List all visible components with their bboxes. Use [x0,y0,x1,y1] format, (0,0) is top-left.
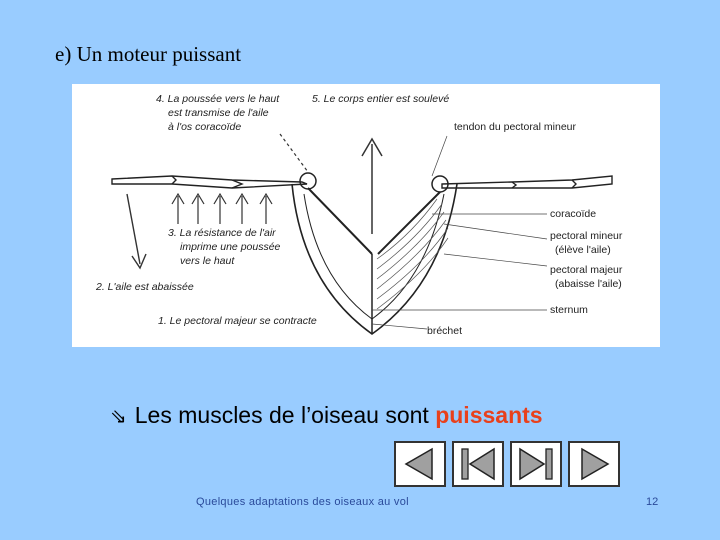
skip-to-start-icon [461,447,495,481]
label-4b: est transmise de l'aile [168,107,269,119]
label-brechet: bréchet [427,325,462,337]
slide-title: e) Un moteur puissant [55,42,242,66]
triangle-left-icon [404,447,433,481]
label-coracoide: coracoïde [550,208,596,220]
thrust-transfer-arrow [279,133,309,173]
keel-inner [303,193,445,320]
body-lift-arrow [361,137,383,234]
first-slide-button[interactable] [452,441,504,487]
next-slide-button[interactable] [568,441,620,487]
label-3b: imprime une poussée [180,241,281,253]
coracoid-right [377,191,441,255]
triangle-right-icon [581,447,610,481]
page-number: 12 [646,496,659,508]
wing-down-arrow [126,193,147,270]
label-sternum: sternum [550,304,588,316]
navigation-bar [394,441,620,487]
label-4c: à l'os coracoïde [168,121,241,133]
air-resistance-arrows [171,192,273,224]
bullet-text: Les muscles de l’oiseau sont [134,402,436,428]
label-pmajeur-1: pectoral majeur [550,264,623,276]
skip-to-end-icon [519,447,553,481]
coracoid-left [307,187,373,255]
last-slide-button[interactable] [510,441,562,487]
left-wing [111,175,308,189]
pectoral-muscle-lines [376,198,449,310]
label-2: 2. L'aile est abaissée [95,281,194,293]
prev-slide-button[interactable] [394,441,446,487]
footer-text: Quelques adaptations des oiseaux au vol [196,496,409,508]
label-tendon: tendon du pectoral mineur [454,121,576,133]
left-shoulder-joint [299,172,317,190]
arrow-bullet-icon: ⇘ [110,406,127,428]
right-wing [441,175,613,189]
label-1: 1. Le pectoral majeur se contracte [158,315,317,327]
label-5: 5. Le corps entier est soulevé [312,93,449,105]
label-pmajeur-2: (abaisse l'aile) [555,278,622,290]
label-pmineur-1: pectoral mineur [550,230,623,242]
label-4a: 4. La poussée vers le haut [156,93,280,105]
bullet-highlight: puissants [435,402,543,428]
bullet-line: ⇘ Les muscles de l’oiseau sont puissants [110,402,543,429]
bird-flight-muscle-diagram: 4. La poussée vers le haut est transmise… [72,84,660,347]
label-pmineur-2: (élève l'aile) [555,244,611,256]
label-3c: vers le haut [180,255,235,267]
label-3a: 3. La résistance de l'air [168,227,276,239]
